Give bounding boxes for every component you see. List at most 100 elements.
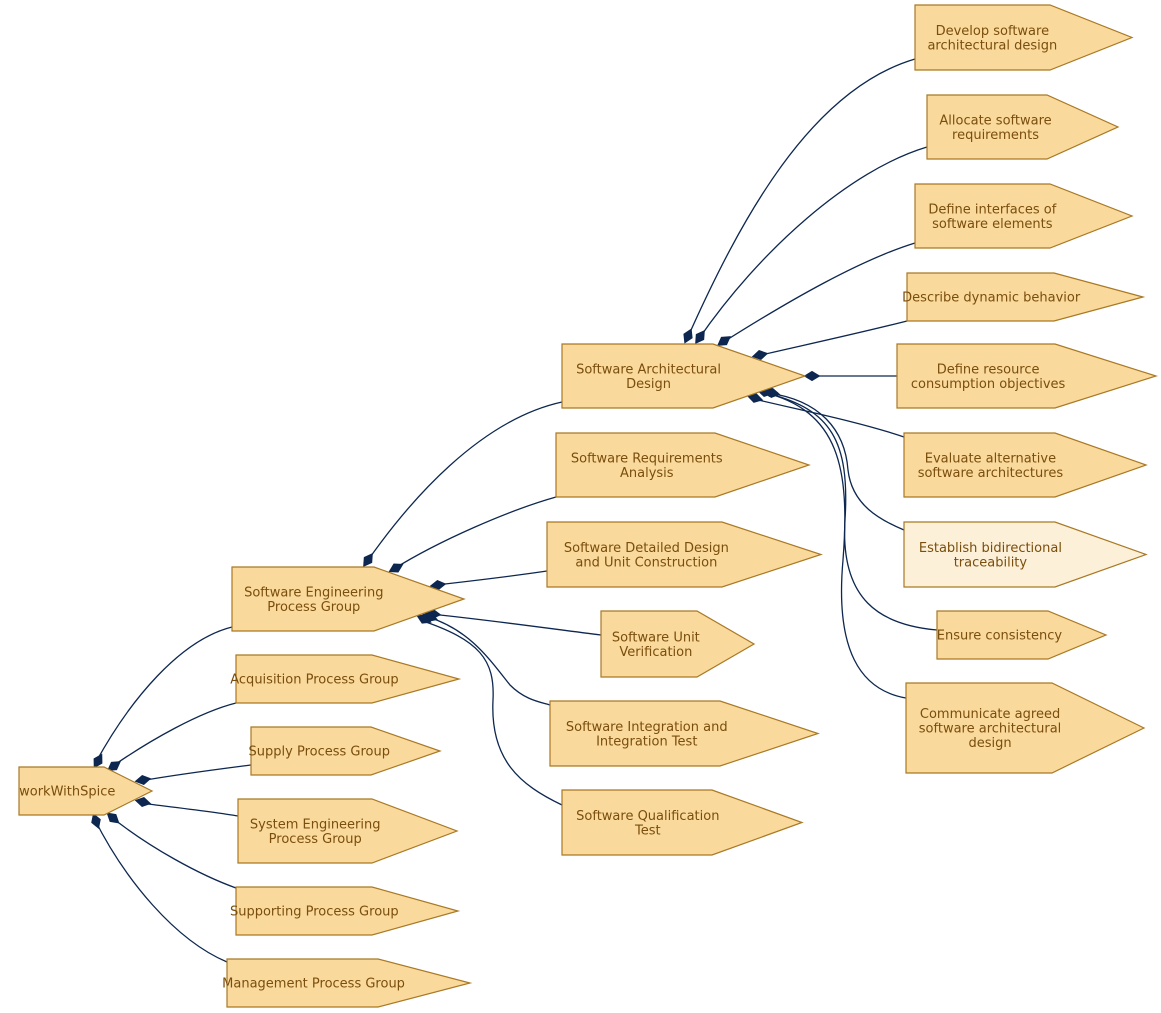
edge-sad-d1 xyxy=(686,58,916,340)
edge-seg-sra xyxy=(391,496,557,571)
node-label: Software Integration and xyxy=(566,720,728,735)
node-label: Establish bidirectional xyxy=(919,541,1062,556)
node-shape xyxy=(18,766,154,816)
node-label: Acquisition Process Group xyxy=(230,673,398,688)
node-shape xyxy=(237,798,459,864)
edge-seg-sdd xyxy=(435,570,548,586)
node-label: software architectures xyxy=(918,466,1064,481)
edge-work-seg xyxy=(95,626,233,763)
edge-sad-d7 xyxy=(767,392,905,531)
node-shape xyxy=(555,432,811,498)
node-shape xyxy=(561,789,804,856)
composition-diamond-seg xyxy=(93,753,103,769)
node-label: Define interfaces of xyxy=(928,202,1056,217)
node-sup[interactable]: Supply Process Group xyxy=(249,726,442,776)
node-shape xyxy=(914,183,1134,249)
edge-work-spt xyxy=(109,815,237,889)
node-shape xyxy=(235,886,461,936)
composition-diamond-sqt xyxy=(416,614,432,624)
node-shape xyxy=(231,566,466,632)
node-work[interactable]: workWithSpice xyxy=(18,766,154,816)
edge-seg-sit xyxy=(427,616,551,706)
node-shape xyxy=(600,610,756,678)
node-label: Integration Test xyxy=(596,734,697,749)
node-shape xyxy=(226,958,473,1008)
edge-sad-d8 xyxy=(769,393,938,631)
node-spt[interactable]: Supporting Process Group xyxy=(230,886,461,936)
node-shape xyxy=(905,682,1146,774)
node-label: Communicate agreed xyxy=(920,707,1060,722)
node-label: workWithSpice xyxy=(19,785,115,800)
node-shape xyxy=(235,654,462,704)
composition-diamond-d3 xyxy=(717,336,731,346)
node-label: Management Process Group xyxy=(222,977,405,992)
node-label: Process Group xyxy=(269,832,362,847)
node-label: Process Group xyxy=(267,600,360,615)
edge-work-mgt xyxy=(93,817,228,963)
edge-work-sup xyxy=(139,764,252,782)
node-shape xyxy=(903,432,1148,498)
node-label: Design xyxy=(626,377,671,392)
edge-sad-d6 xyxy=(753,398,905,438)
node-shape xyxy=(914,4,1134,71)
edge-sad-d3 xyxy=(721,242,916,344)
node-label: Verification xyxy=(619,645,692,660)
composition-diamond-d4 xyxy=(751,350,769,360)
edge-seg-suv xyxy=(429,613,602,636)
composition-diamond-sup xyxy=(134,774,152,786)
node-label: Software Engineering xyxy=(244,585,383,600)
node-label: Describe dynamic behavior xyxy=(902,291,1081,306)
node-d8[interactable]: Ensure consistency xyxy=(936,610,1108,660)
composition-diamond-d1 xyxy=(683,328,693,344)
composition-diamond-d2 xyxy=(695,330,705,344)
node-mgt[interactable]: Management Process Group xyxy=(222,958,473,1008)
node-label: System Engineering xyxy=(250,817,381,832)
node-shape xyxy=(903,521,1148,588)
node-label: Test xyxy=(634,823,661,838)
composition-diamond-spt xyxy=(106,812,120,824)
node-label: Supply Process Group xyxy=(249,745,390,760)
node-label: design xyxy=(968,736,1011,751)
node-shape xyxy=(936,610,1108,660)
composition-diamond-sad xyxy=(363,553,373,567)
composition-diamond-mgt xyxy=(91,813,101,829)
edge-sad-d4 xyxy=(756,320,908,357)
edge-sad-d2 xyxy=(697,146,928,341)
node-label: Supporting Process Group xyxy=(230,905,399,920)
node-label: requirements xyxy=(952,128,1039,143)
node-label: Develop software xyxy=(936,24,1049,39)
node-d4[interactable]: Describe dynamic behavior xyxy=(902,272,1146,322)
node-label: Software Qualification xyxy=(576,809,719,824)
node-label: Software Architectural xyxy=(576,362,721,377)
node-shape xyxy=(896,343,1158,409)
node-label: Analysis xyxy=(620,466,674,481)
node-label: Software Requirements xyxy=(571,451,723,466)
node-label: and Unit Construction xyxy=(575,555,717,570)
edges-layer xyxy=(91,58,938,963)
node-shape xyxy=(561,343,807,409)
edge-work-sys xyxy=(139,802,239,817)
node-label: software architectural xyxy=(919,722,1062,737)
composition-diamond-d5 xyxy=(803,370,821,382)
node-acq[interactable]: Acquisition Process Group xyxy=(230,654,462,704)
node-label: traceability xyxy=(954,555,1028,570)
edge-seg-sad xyxy=(365,401,563,564)
node-shape xyxy=(926,94,1120,160)
